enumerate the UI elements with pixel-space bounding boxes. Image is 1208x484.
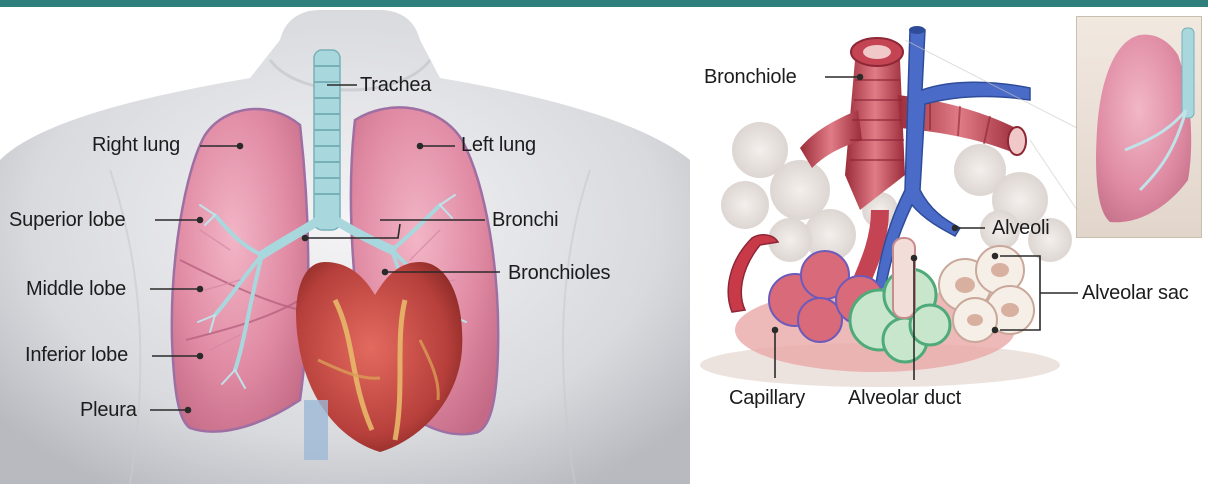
trachea-shape <box>314 50 340 230</box>
label-bronchiole: Bronchiole <box>704 66 797 88</box>
label-right-lung: Right lung <box>92 134 180 156</box>
label-inferior-lobe: Inferior lobe <box>25 344 128 366</box>
label-bronchi: Bronchi <box>492 209 558 231</box>
label-trachea: Trachea <box>360 74 431 96</box>
label-bronchioles: Bronchioles <box>508 262 610 284</box>
label-capillary: Capillary <box>729 387 805 409</box>
label-pleura: Pleura <box>80 399 137 421</box>
label-alveoli: Alveoli <box>992 217 1050 239</box>
label-middle-lobe: Middle lobe <box>26 278 126 300</box>
inset-frame <box>1076 16 1202 238</box>
label-alveolar-duct: Alveolar duct <box>848 387 961 409</box>
label-alveolar-sac: Alveolar sac <box>1082 282 1189 304</box>
label-superior-lobe: Superior lobe <box>9 209 125 231</box>
label-left-lung: Left lung <box>461 134 536 156</box>
